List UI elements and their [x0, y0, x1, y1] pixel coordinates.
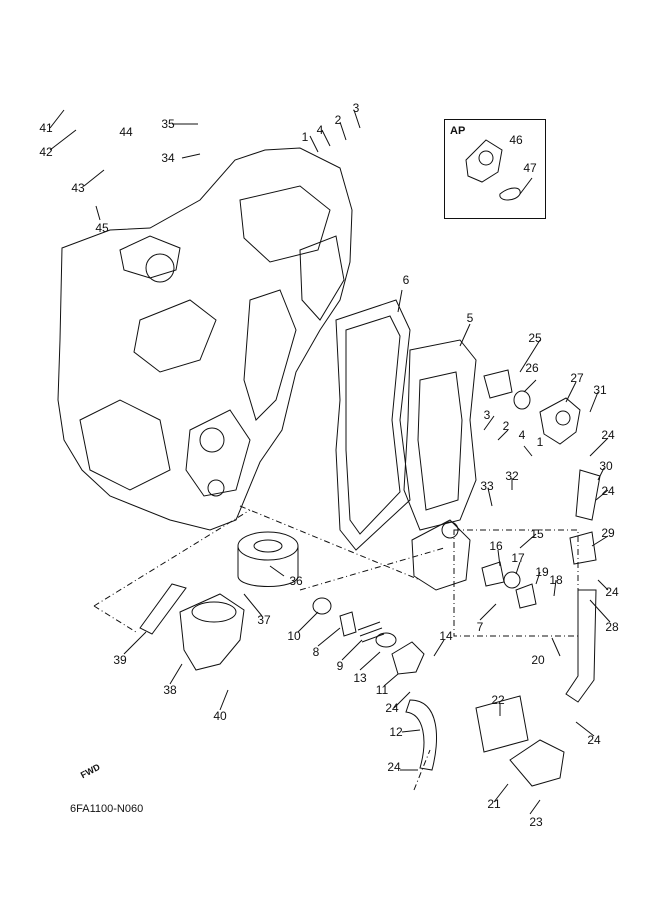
- callout-24f: 24: [387, 760, 401, 774]
- callout-45: 45: [95, 221, 109, 235]
- callout-5: 5: [466, 311, 474, 325]
- thermostat-25: [483, 369, 513, 399]
- callout-35: 35: [161, 117, 175, 131]
- callout-15: 15: [530, 527, 544, 541]
- thermostat-cover-ap: [465, 139, 503, 183]
- gasket-6: [335, 299, 411, 551]
- callout-3: 3: [352, 101, 360, 115]
- callout-29: 29: [601, 526, 615, 540]
- callout-4: 4: [316, 123, 324, 137]
- callout-20: 20: [531, 653, 545, 667]
- callout-17: 17: [511, 551, 525, 565]
- callout-24a: 24: [601, 428, 615, 442]
- callout-33: 33: [480, 479, 494, 493]
- callout-14: 14: [439, 629, 453, 643]
- valve-8: [339, 611, 357, 637]
- callout-31: 31: [593, 383, 607, 397]
- ap-title: AP: [450, 125, 466, 137]
- callout-10: 10: [287, 629, 301, 643]
- callout-32: 32: [505, 469, 519, 483]
- callout-36: 36: [289, 574, 303, 588]
- cover-11: [391, 641, 425, 675]
- callout-16: 16: [489, 539, 503, 553]
- plate: [411, 519, 471, 591]
- callout-39: 39: [113, 653, 127, 667]
- callout-2b: 2: [502, 419, 510, 433]
- hose-12: [405, 699, 437, 771]
- callout-34: 34: [161, 151, 175, 165]
- plug-10: [312, 597, 332, 615]
- oil-filter-36: [237, 531, 299, 561]
- callout-1b: 1: [536, 435, 544, 449]
- callout-3b: 3: [483, 408, 491, 422]
- callout-1: 1: [301, 130, 309, 144]
- part-16: [481, 561, 505, 587]
- callout-43: 43: [71, 181, 85, 195]
- callout-37: 37: [257, 613, 271, 627]
- callout-24c: 24: [605, 585, 619, 599]
- callout-22: 22: [491, 693, 505, 707]
- oil-filter-bracket-38: [179, 593, 245, 671]
- callout-9: 9: [336, 659, 344, 673]
- callout-46: 46: [509, 133, 523, 147]
- callout-42: 42: [39, 145, 53, 159]
- hose-30: [575, 469, 601, 521]
- diagram-code: 6FA1100-N060: [70, 803, 144, 815]
- callout-7: 7: [476, 620, 484, 634]
- callout-25: 25: [528, 331, 542, 345]
- callout-18: 18: [549, 573, 563, 587]
- valve-21: [509, 739, 565, 787]
- callout-44: 44: [119, 125, 133, 139]
- callout-38: 38: [163, 683, 177, 697]
- engine-block: [57, 147, 353, 531]
- callout-24e: 24: [587, 733, 601, 747]
- callout-23: 23: [529, 815, 543, 829]
- callout-24d: 24: [385, 701, 399, 715]
- callout-30: 30: [599, 459, 613, 473]
- hose-28: [565, 589, 597, 703]
- callout-13: 13: [353, 671, 367, 685]
- callout-28: 28: [605, 620, 619, 634]
- callout-40: 40: [213, 709, 227, 723]
- callout-12: 12: [389, 725, 403, 739]
- callout-19: 19: [535, 565, 549, 579]
- callout-11: 11: [375, 683, 389, 697]
- callout-27: 27: [570, 371, 584, 385]
- callout-21: 21: [487, 797, 501, 811]
- callout-47: 47: [523, 161, 537, 175]
- thermostat-cover-27: [539, 397, 581, 445]
- joint-29: [569, 531, 597, 565]
- callout-8: 8: [312, 645, 320, 659]
- plate-22: [475, 695, 529, 753]
- callout-6: 6: [402, 273, 410, 287]
- callout-41: 41: [39, 121, 53, 135]
- gasket-13: [375, 632, 397, 648]
- part-19: [515, 583, 537, 609]
- spring-9: [357, 621, 385, 643]
- callout-26: 26: [525, 361, 539, 375]
- ap-inset-box: [444, 119, 546, 219]
- callout-2: 2: [334, 113, 342, 127]
- callout-24b: 24: [601, 484, 615, 498]
- part-17: [503, 571, 521, 589]
- cover-5: [403, 339, 477, 531]
- callout-4b: 4: [518, 428, 526, 442]
- gasket-39: [139, 583, 187, 635]
